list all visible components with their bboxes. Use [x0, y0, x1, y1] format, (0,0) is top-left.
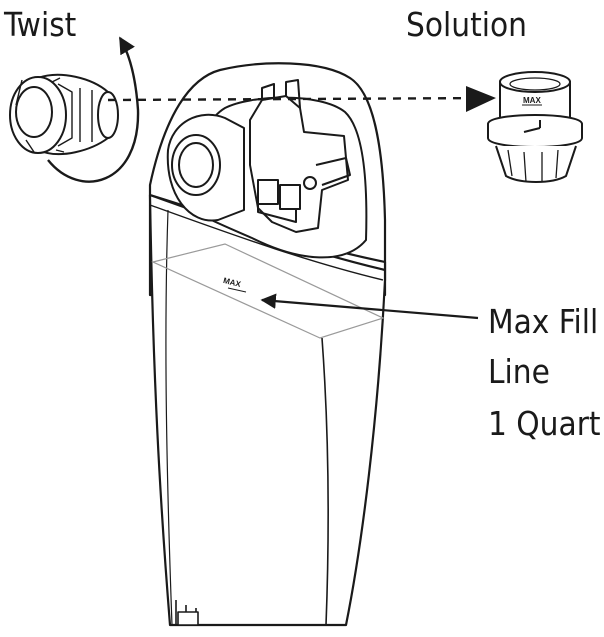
bottle-max-marking: MAX — [523, 96, 541, 105]
twist-label: Twist — [3, 5, 76, 44]
max-fill-label-line-3: 1 Quart — [488, 404, 601, 443]
twist-rotation-arrow — [47, 36, 140, 183]
max-fill-label-line-2: Line — [488, 352, 550, 391]
twist-cap — [9, 73, 119, 155]
solution-bottle — [487, 71, 583, 183]
dashed-line-arrowhead — [466, 86, 496, 112]
solution-label: Solution — [406, 5, 527, 44]
tank-max-marking: MAX — [222, 276, 242, 289]
dashed-transfer-line — [107, 96, 493, 102]
tank-neck-assembly — [166, 79, 368, 259]
max-fill-label-line-1: Max Fill — [488, 302, 598, 341]
max-fill-pointer-arrow — [260, 293, 479, 320]
max-fill-line — [151, 243, 385, 339]
